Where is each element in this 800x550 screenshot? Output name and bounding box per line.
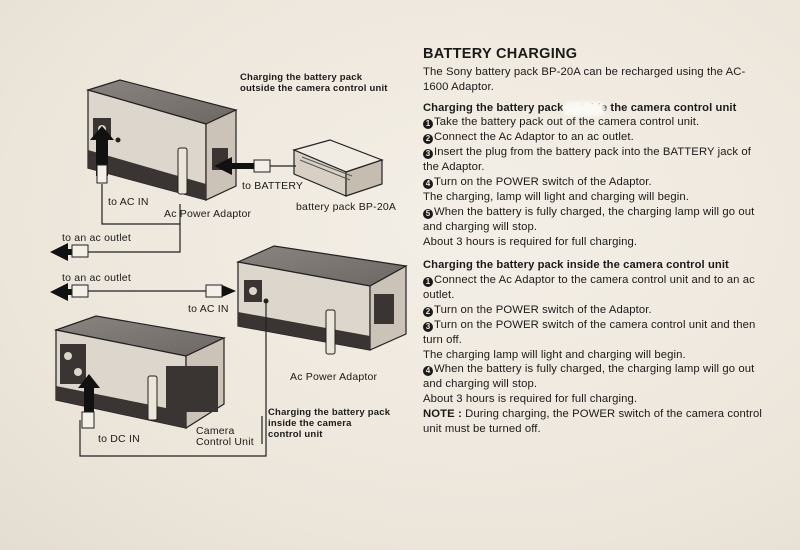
label-battery-pack: battery pack BP-20A <box>296 201 397 213</box>
step-number: 1 <box>423 276 433 287</box>
diagram-illustration <box>50 79 408 457</box>
step-text: Connect the Ac Adaptor to an ac outlet. <box>434 131 634 144</box>
step-text: Insert the plug from the battery pack in… <box>423 146 752 174</box>
label-ac-power-adaptor-bottom: Ac Power Adaptor <box>290 371 378 383</box>
page-title: BATTERY CHARGING <box>423 46 578 62</box>
step-number: 3 <box>423 321 433 332</box>
note-text: During charging, the POWER switch of the… <box>423 408 762 436</box>
label-control-unit: Control Unit <box>196 436 254 448</box>
instructions-column: BATTERY CHARGING The Sony battery pack B… <box>423 46 768 437</box>
step-text: When the battery is fully charged, the c… <box>423 205 755 233</box>
step-text: Connect the Ac Adaptor to the camera con… <box>423 273 755 301</box>
step-number: 1 <box>423 119 433 130</box>
inside-hours: About 3 hours is required for full charg… <box>423 393 638 406</box>
step-text: Turn on the POWER switch of the camera c… <box>423 318 756 346</box>
inside-heading: Charging the battery pack inside the cam… <box>423 259 729 272</box>
step-text: Take the battery pack out of the camera … <box>434 116 700 129</box>
step-number: 5 <box>423 208 433 219</box>
label-to-outlet-2: to an ac outlet <box>62 272 131 284</box>
intro-paragraph: The Sony battery pack BP-20A can be rech… <box>423 66 746 93</box>
label-to-ac-in-mid: to AC IN <box>188 303 229 315</box>
camera-control-unit <box>53 315 226 430</box>
outside-lamp-note: The charging, lamp will light and chargi… <box>423 190 689 203</box>
charging-diagram: Charging the battery pack outside the ca… <box>50 72 408 457</box>
inside-caption-line1: Charging the battery pack <box>268 407 391 418</box>
step-text: When the battery is fully charged, the c… <box>423 363 755 391</box>
outside-hours: About 3 hours is required for full charg… <box>423 235 638 248</box>
step-text: Turn on the POWER switch of the Adaptor. <box>434 175 652 188</box>
step-text: Turn on the POWER switch of the Adaptor. <box>434 303 652 316</box>
step-number: 2 <box>423 306 433 317</box>
arrow-to-dc-in <box>78 374 100 429</box>
adaptor-top <box>85 79 238 201</box>
adaptor-bottom <box>235 245 408 355</box>
step-number: 3 <box>423 149 433 160</box>
label-to-ac-in-top: to AC IN <box>108 196 149 208</box>
step-number: 2 <box>423 134 433 145</box>
arrow-to-ac-in-top <box>90 126 114 184</box>
step-number: 4 <box>423 178 433 189</box>
outside-caption-line2: outside the camera control unit <box>240 83 388 94</box>
inside-lamp-note: The charging lamp will light and chargin… <box>423 348 686 361</box>
arrow-to-battery <box>214 157 296 175</box>
outlet-arrow-1 <box>50 243 89 261</box>
outlet-arrow-2 <box>50 283 236 301</box>
label-to-battery: to BATTERY <box>242 180 304 192</box>
label-to-dc-in: to DC IN <box>98 433 140 445</box>
step-number: 4 <box>423 366 433 377</box>
label-camera: Camera <box>196 425 235 437</box>
label-ac-power-adaptor-top: Ac Power Adaptor <box>164 208 252 220</box>
battery-pack <box>292 139 384 197</box>
note-paragraph: NOTE : During charging, the POWER switch… <box>423 407 768 437</box>
note-label: NOTE : <box>423 408 462 421</box>
smudge-mark <box>563 102 605 116</box>
inside-caption-line2: inside the camera <box>268 418 352 429</box>
label-to-outlet-1: to an ac outlet <box>62 232 131 244</box>
outside-caption-line1: Charging the battery pack <box>240 72 363 83</box>
inside-caption-line3: control unit <box>268 429 323 440</box>
